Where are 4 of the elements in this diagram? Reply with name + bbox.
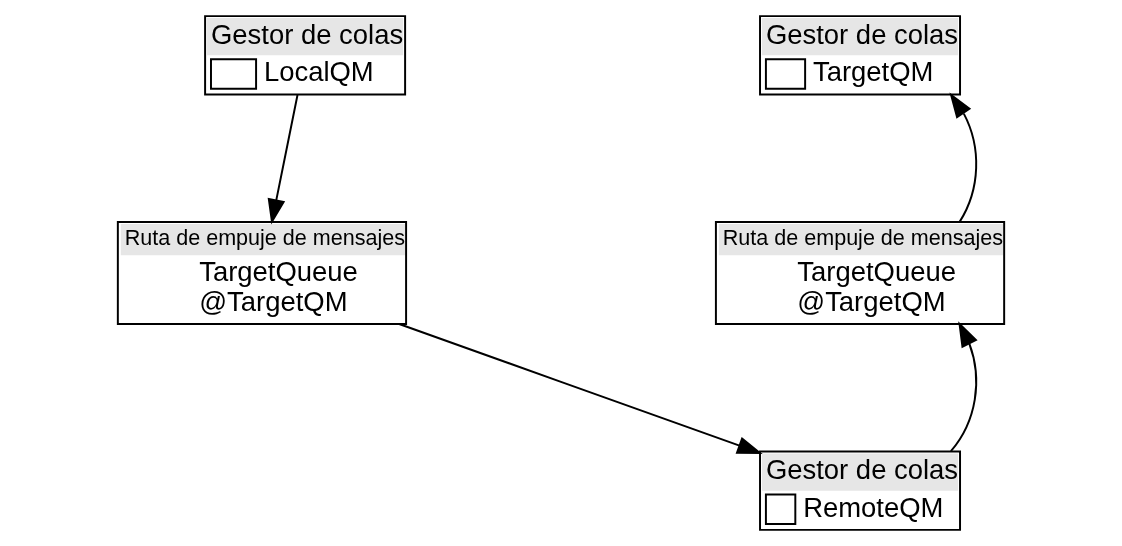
arrow	[267, 94, 299, 225]
arrow	[949, 321, 978, 453]
arrow	[949, 92, 978, 223]
arrow	[398, 323, 763, 454]
